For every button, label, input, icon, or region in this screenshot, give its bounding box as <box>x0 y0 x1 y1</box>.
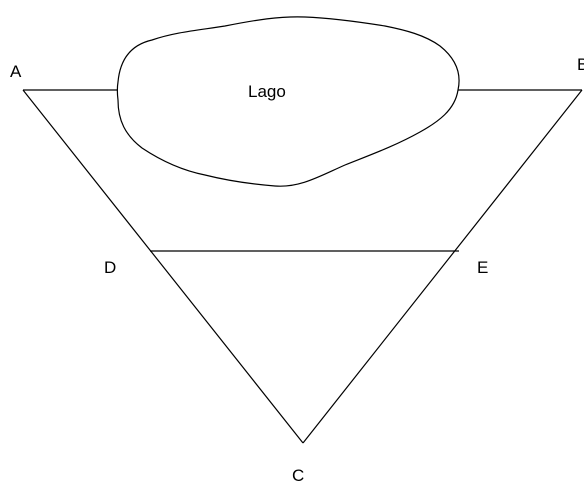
point-a-label: A <box>10 62 22 81</box>
lake-label: Lago <box>248 82 286 101</box>
point-e-label: E <box>477 258 488 277</box>
segment-bc <box>302 89 583 444</box>
segment-ac <box>22 89 304 444</box>
lake-outline <box>116 16 460 187</box>
point-c-label: C <box>292 466 304 485</box>
point-d-label: D <box>104 258 116 277</box>
point-b-label: B <box>577 55 584 74</box>
